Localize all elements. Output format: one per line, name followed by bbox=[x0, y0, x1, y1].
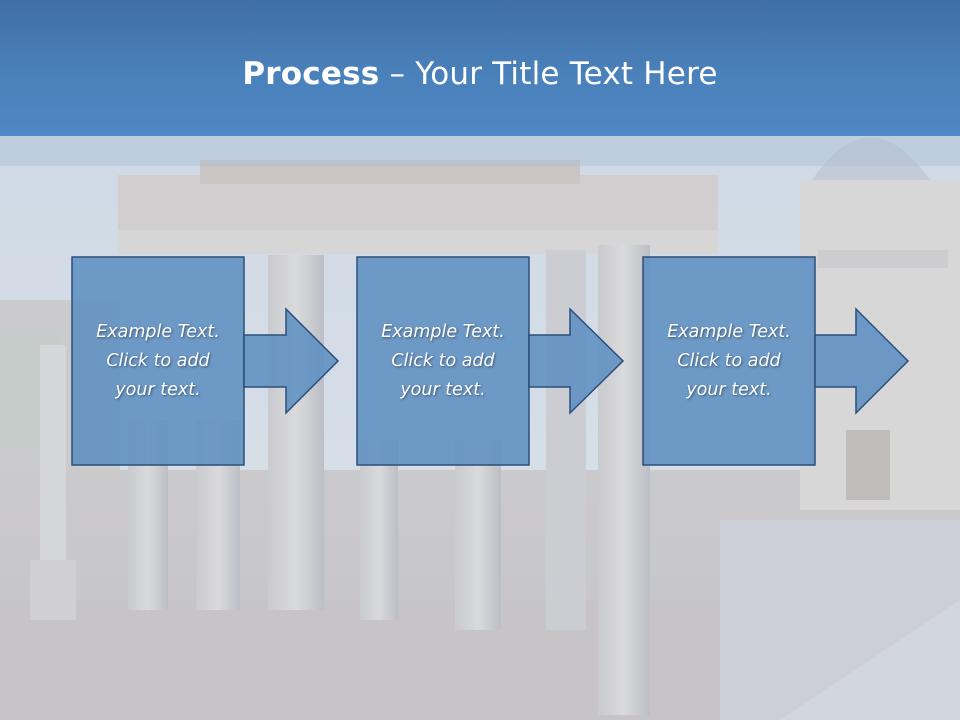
title-bold: Process bbox=[242, 56, 380, 92]
process-step-2-shape[interactable] bbox=[356, 256, 625, 466]
arrow-1-icon bbox=[243, 307, 340, 415]
process-step-2[interactable]: Example Text. Click to add your text. bbox=[357, 257, 529, 465]
title-bar bbox=[0, 0, 960, 136]
arrow-2-icon bbox=[528, 307, 625, 415]
slide-title[interactable]: Process – Your Title Text Here bbox=[0, 54, 960, 94]
step-3-text[interactable]: Example Text. Click to add your text. bbox=[667, 321, 791, 400]
process-step-3[interactable]: Example Text. Click to add your text. bbox=[643, 257, 815, 465]
step-2-text[interactable]: Example Text. Click to add your text. bbox=[381, 321, 505, 400]
process-step-1-shape[interactable] bbox=[71, 256, 340, 466]
title-rest: Your Title Text Here bbox=[415, 56, 718, 92]
title-dash: – bbox=[379, 56, 416, 92]
process-step-1[interactable]: Example Text. Click to add your text. bbox=[72, 257, 244, 465]
step-1-text[interactable]: Example Text. Click to add your text. bbox=[96, 321, 220, 400]
process-step-3-shape[interactable] bbox=[642, 256, 910, 466]
arrow-3-icon bbox=[814, 307, 910, 415]
